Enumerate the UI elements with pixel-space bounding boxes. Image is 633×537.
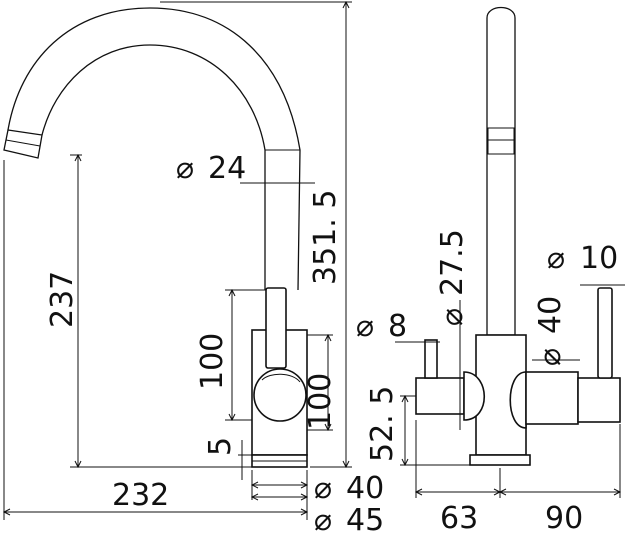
label-100-left: 100 [195, 333, 230, 390]
spout-outer-curve [7, 7, 301, 291]
label-d45-base-symbol: ⌀ [314, 503, 332, 537]
label-d40-base-symbol: ⌀ [314, 471, 332, 506]
label-d40-side-symbol: ⌀ [533, 348, 568, 366]
side-left-knob [463, 371, 485, 421]
label-5: 5 [203, 437, 238, 456]
label-d45-base: 45 [346, 503, 384, 537]
side-right-lever [597, 287, 613, 379]
label-90: 90 [545, 501, 583, 536]
label-d8: 8 [388, 309, 407, 344]
side-view: ⌀ 8 ⌀ 27.5 ⌀ 40 ⌀ 10 52. 5 63 90 [356, 6, 625, 536]
label-d27-5-symbol: ⌀ [435, 308, 470, 326]
side-spout-pipe [486, 6, 516, 336]
spout-inner-curve [41, 44, 266, 290]
label-100-right: 100 [303, 373, 338, 430]
spout-tip [3, 129, 43, 159]
side-base [469, 454, 531, 466]
label-d10: 10 [580, 241, 618, 276]
handle-knob [253, 368, 307, 422]
spout-tip-ring [5, 139, 41, 147]
side-right-cap [577, 377, 621, 423]
label-d40-side: 40 [533, 296, 568, 334]
label-232: 232 [112, 478, 169, 513]
label-d24-symbol: ⌀ [176, 151, 194, 186]
side-right-knob [509, 371, 527, 429]
label-351-5: 351. 5 [308, 190, 343, 285]
label-d8-symbol: ⌀ [356, 309, 374, 344]
label-d10-symbol: ⌀ [547, 241, 565, 276]
side-spout-ring [487, 127, 515, 155]
label-52-5: 52. 5 [365, 386, 400, 462]
label-63: 63 [440, 501, 478, 536]
label-d24: 24 [208, 151, 246, 186]
label-d27-5: 27.5 [435, 229, 470, 296]
side-left-lever [424, 339, 438, 379]
side-left-cartridge [415, 377, 465, 415]
front-view: ⌀ 24 351. 5 237 100 100 5 232 ⌀ 40 ⌀ 45 [2, 0, 384, 537]
knob-highlight [261, 373, 301, 383]
handle-lever [265, 287, 287, 369]
side-right-housing [525, 371, 579, 425]
label-d40-base: 40 [346, 471, 384, 506]
label-237: 237 [45, 271, 80, 328]
